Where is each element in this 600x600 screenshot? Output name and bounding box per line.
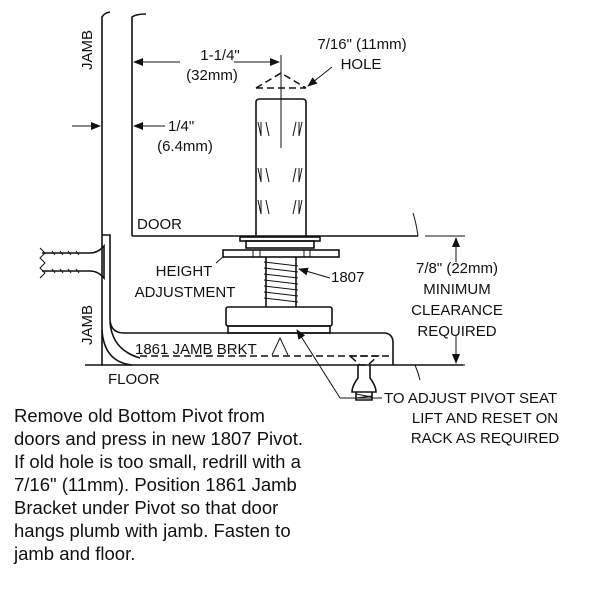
instruction-line: Bracket under Pivot so that door <box>14 497 279 518</box>
instruction-line: If old hole is too small, redrill with a <box>14 451 301 472</box>
pivot-part-callout: 1807 <box>298 267 364 286</box>
floor-screw <box>348 355 380 401</box>
instruction-line: Remove old Bottom Pivot from <box>14 405 265 426</box>
dim-width-label: 1-1/4" <box>200 47 240 64</box>
height-label: HEIGHT <box>156 263 213 280</box>
dim-offset-mm-label: (6.4mm) <box>157 138 213 155</box>
adjustment-label: ADJUSTMENT <box>135 284 236 301</box>
adjust-note-callout: TO ADJUST PIVOT SEAT LIFT AND RESET ON R… <box>296 329 560 447</box>
instruction-line: doors and press in new 1807 Pivot. <box>14 428 303 449</box>
clearance-dim-label: 7/8" (22mm) <box>416 260 498 277</box>
note-line-2: LIFT AND RESET ON <box>412 410 558 427</box>
pivot-pin <box>222 55 340 258</box>
jamb-top-label: JAMB <box>79 30 96 70</box>
part-1807-label: 1807 <box>331 269 364 286</box>
note-line-1: TO ADJUST PIVOT SEAT <box>384 390 557 407</box>
door <box>131 13 419 237</box>
floor-label: FLOOR <box>108 371 160 388</box>
jamb <box>101 11 111 365</box>
door-label: DOOR <box>137 216 182 233</box>
clearance-line-3: REQUIRED <box>417 323 496 340</box>
dim-offset-label: 1/4" <box>168 118 194 135</box>
dimension-offset: 1/4" (6.4mm) <box>72 118 213 155</box>
jamb-bottom-label: JAMB <box>79 305 96 345</box>
installation-instructions: Remove old Bottom Pivot from doors and p… <box>14 404 414 565</box>
instruction-line: jamb and floor. <box>14 543 136 564</box>
note-line-3: RACK AS REQUIRED <box>411 430 560 447</box>
dimension-width: 1-1/4" (32mm) <box>133 47 280 84</box>
height-adjustment-callout: HEIGHT ADJUSTMENT <box>135 255 236 301</box>
threaded-shaft <box>263 257 299 307</box>
floor <box>85 364 463 381</box>
instruction-line: 7/16" (11mm). Position 1861 Jamb <box>14 474 297 495</box>
bracket-label: 1861 JAMB BRKT <box>135 341 257 358</box>
hole-size-label: 7/16" (11mm) <box>317 36 406 53</box>
pivot-seat <box>225 306 333 334</box>
instruction-line: hangs plumb with jamb. Fasten to <box>14 520 291 541</box>
clearance-line-1: MINIMUM <box>423 281 491 298</box>
hole-label: HOLE <box>341 56 382 73</box>
clearance-dimension: 7/8" (22mm) MINIMUM CLEARANCE REQUIRED <box>411 235 503 366</box>
clearance-line-2: CLEARANCE <box>411 302 503 319</box>
jamb-screw <box>39 243 105 281</box>
hole-callout: 7/16" (11mm) HOLE <box>307 36 407 87</box>
dim-width-mm-label: (32mm) <box>186 67 238 84</box>
